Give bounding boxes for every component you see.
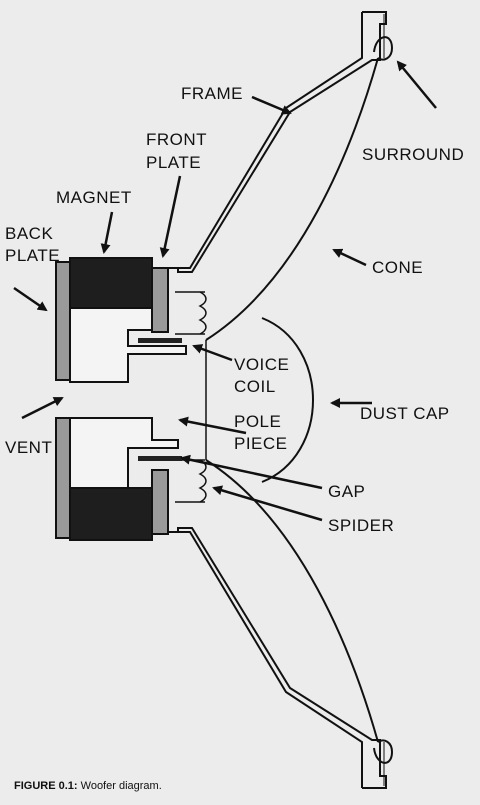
pole-piece-label-line1: POLE [234, 412, 282, 431]
figure-caption-text: Woofer diagram. [80, 780, 162, 792]
dust-cap-label: DUST CAP [360, 404, 450, 423]
spider-arrow [212, 485, 323, 522]
surround [373, 36, 394, 764]
spider [175, 291, 207, 503]
surround-label: SURROUND [362, 145, 465, 164]
figure-number: FIGURE 0.1: [14, 780, 78, 792]
vent-label: VENT [5, 438, 53, 457]
voice-coil [138, 338, 182, 461]
magnet-label: MAGNET [56, 188, 132, 207]
front-plate-label-line2: PLATE [146, 153, 202, 172]
spider-label: SPIDER [328, 516, 395, 535]
pole-piece-arrow [178, 416, 247, 435]
cone [205, 57, 379, 743]
back-plate [55, 261, 71, 539]
figure-caption: FIGURE 0.1: Woofer diagram. [14, 780, 162, 792]
frame [177, 11, 387, 789]
gap-arrow [180, 454, 323, 490]
voice-coil-label-line1: VOICE [234, 355, 290, 374]
surround-arrow [396, 60, 437, 109]
magnet-arrow [100, 211, 114, 254]
back-plate-arrow [13, 286, 48, 312]
front-plate-label-line1: FRONT [146, 130, 208, 149]
cone-arrow [332, 248, 367, 267]
voice-coil-arrow [192, 344, 233, 362]
gap-label: GAP [328, 482, 366, 501]
front-plate-arrow [159, 175, 182, 258]
vent-arrow [21, 396, 64, 420]
leader-arrows [13, 60, 437, 522]
frame-label: FRAME [181, 84, 243, 103]
front-plate [151, 267, 178, 535]
voice-coil-label-line2: COIL [234, 377, 276, 396]
dust-cap [261, 317, 314, 483]
cone-label: CONE [372, 258, 424, 277]
back-plate-label-line1: BACK [5, 224, 54, 243]
back-plate-label-line2: PLATE [5, 246, 61, 265]
frame-arrow [251, 95, 292, 115]
magnet [69, 257, 153, 541]
pole-piece-label-line2: PIECE [234, 434, 288, 453]
